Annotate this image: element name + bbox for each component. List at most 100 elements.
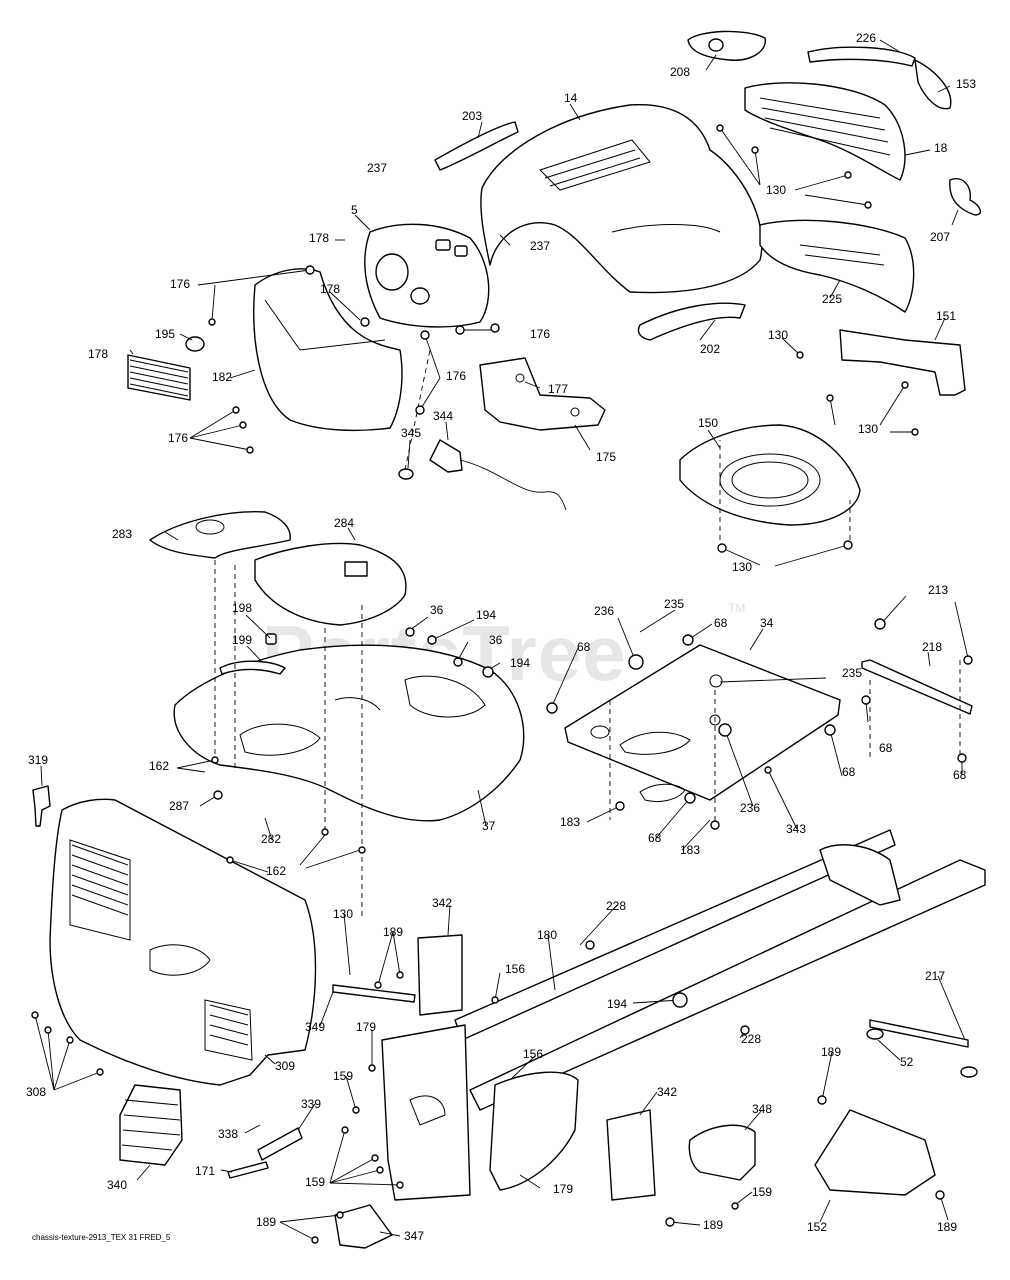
callout-179: 179	[553, 1182, 573, 1196]
callout-283: 283	[112, 527, 132, 541]
part-151-bracket	[839, 329, 966, 396]
part-319-latch	[32, 785, 51, 827]
callout-177: 177	[548, 382, 568, 396]
callout-178: 178	[309, 231, 329, 245]
callout-130: 130	[766, 183, 786, 197]
callout-338: 338	[218, 1127, 238, 1141]
callout-199: 199	[232, 633, 252, 647]
part-199-spring	[219, 660, 286, 675]
footer-caption: chassis-texture-2913_TEX 31 FRED_5	[32, 1233, 171, 1242]
callout-189: 189	[937, 1220, 957, 1234]
part-217-shaft	[866, 1019, 978, 1078]
part-345-key	[398, 468, 414, 480]
callout-183: 183	[560, 815, 580, 829]
callout-176: 176	[446, 369, 466, 383]
callout-342: 342	[657, 1085, 677, 1099]
callout-218: 218	[922, 640, 942, 654]
callout-179: 179	[356, 1020, 376, 1034]
callout-36: 36	[430, 603, 444, 617]
callout-18: 18	[934, 141, 948, 155]
callout-309: 309	[275, 1059, 295, 1073]
callout-152: 152	[807, 1220, 827, 1234]
callout-235: 235	[664, 597, 684, 611]
callout-68: 68	[577, 640, 591, 654]
part-153-trim-end	[914, 59, 952, 110]
callout-194: 194	[607, 997, 627, 1011]
callout-343: 343	[786, 822, 806, 836]
part-208-headlight-lens	[687, 30, 766, 61]
part-150-air-shroud	[679, 424, 861, 526]
callout-171: 171	[195, 1164, 215, 1178]
part-34-seat-plate	[564, 644, 841, 803]
part-202-side-panel	[637, 302, 746, 341]
callout-182: 182	[212, 370, 232, 384]
callout-235: 235	[842, 666, 862, 680]
callout-226: 226	[856, 31, 876, 45]
callout-202: 202	[700, 342, 720, 356]
callout-228: 228	[741, 1032, 761, 1046]
callout-348: 348	[752, 1102, 772, 1116]
part-226-trim	[807, 46, 916, 67]
callout-68: 68	[879, 741, 893, 755]
callout-345: 345	[401, 426, 421, 440]
part-171-pin	[227, 1161, 269, 1179]
callout-189: 189	[821, 1045, 841, 1059]
part-348-cover	[688, 1124, 756, 1181]
callout-34: 34	[760, 616, 774, 630]
callout-217: 217	[925, 969, 945, 983]
part-347-plate	[334, 1204, 393, 1249]
fasteners	[31, 124, 973, 1244]
callout-175: 175	[596, 450, 616, 464]
callout-236: 236	[740, 801, 760, 815]
part-179-front-plate	[381, 1024, 471, 1201]
callout-130: 130	[732, 560, 752, 574]
callouts: 208 226 153 14 203 18 130 207 237 5 178 …	[26, 31, 976, 1243]
callout-180: 180	[537, 928, 557, 942]
callout-68: 68	[714, 616, 728, 630]
callout-237: 237	[530, 239, 550, 253]
callout-189: 189	[383, 925, 403, 939]
callout-176: 176	[170, 277, 190, 291]
callout-14: 14	[564, 91, 578, 105]
callout-68: 68	[842, 765, 856, 779]
part-340-guard	[119, 1084, 183, 1166]
part-344-switch-cable	[429, 439, 567, 511]
part-178-vent-grille	[127, 354, 191, 401]
callout-52: 52	[900, 1055, 914, 1069]
callout-156: 156	[523, 1047, 543, 1061]
leader-lines	[34, 39, 969, 1241]
callout-308: 308	[26, 1085, 46, 1099]
part-175-bracket	[479, 357, 606, 431]
callout-176: 176	[530, 327, 550, 341]
callout-183: 183	[680, 843, 700, 857]
callout-130: 130	[333, 907, 353, 921]
callout-36: 36	[489, 633, 503, 647]
part-156-side-plate	[489, 1071, 579, 1191]
callout-5: 5	[351, 203, 358, 217]
callout-176: 176	[168, 431, 188, 445]
callout-225: 225	[822, 292, 842, 306]
part-342-lower-bracket	[606, 1109, 656, 1201]
callout-282: 282	[261, 832, 281, 846]
callout-130: 130	[768, 328, 788, 342]
part-339-lever	[257, 1127, 303, 1161]
callout-342: 342	[432, 896, 452, 910]
callout-228: 228	[606, 899, 626, 913]
callout-207: 207	[930, 230, 950, 244]
callout-189: 189	[703, 1218, 723, 1232]
part-5-dash-panel	[364, 223, 490, 328]
callout-213: 213	[928, 583, 948, 597]
part-342-upper-bracket	[417, 934, 463, 1016]
callout-153: 153	[956, 77, 976, 91]
callout-156: 156	[505, 962, 525, 976]
callout-68: 68	[953, 768, 967, 782]
part-14-hood	[480, 103, 763, 294]
part-182-dash-lower	[253, 268, 403, 432]
callout-162: 162	[149, 759, 169, 773]
assembly-lines	[214, 349, 961, 920]
part-283-fender-cover	[149, 511, 291, 559]
callout-236: 236	[594, 604, 614, 618]
callout-194: 194	[510, 656, 530, 670]
callout-159: 159	[333, 1069, 353, 1083]
part-218-slide-rail	[861, 659, 973, 715]
